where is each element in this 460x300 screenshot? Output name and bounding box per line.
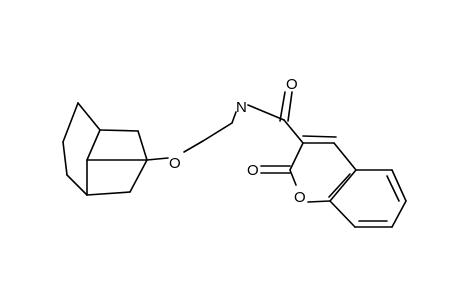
bond-c3-c2: [289, 142, 304, 171]
coumarin-core: [260, 135, 407, 228]
amide-group: [247, 91, 304, 144]
bond-oxygen-ch2: [183, 140, 204, 153]
bond-c4a-c8a: [329, 169, 357, 202]
bond-c4a-c8a-inner: [328, 173, 351, 198]
atom-labels: O N O O O: [169, 76, 306, 206]
bond-carbonyl-double-a: [279, 91, 286, 122]
lactone-carbonyl-oxygen-label: O: [247, 162, 259, 179]
bond-ch2-nitrogen: [231, 111, 237, 124]
bond-adam-7: [137, 130, 148, 161]
bond-c8a-c8: [329, 200, 356, 228]
bond-c7-c6: [391, 200, 407, 228]
bond-adam-5: [86, 191, 131, 196]
bond-adam-4: [66, 174, 88, 196]
bond-adam-9: [86, 129, 101, 161]
bond-c6-c5-inner: [386, 175, 400, 202]
bond-adam-3: [62, 141, 68, 176]
bond-carbonyl-c3: [283, 119, 304, 144]
bond-carbonyl-double-b: [287, 91, 293, 122]
ring-oxygen-label: O: [294, 189, 306, 206]
bond-c4-c4a: [333, 142, 357, 171]
bond-c6-c5: [391, 169, 407, 202]
adamantane-cage: [62, 102, 148, 196]
bond-adam-6: [129, 159, 148, 193]
bond-adam-1: [62, 102, 79, 143]
amide-oxygen-label: O: [286, 76, 298, 93]
bond-c3-c4-b: [302, 135, 337, 138]
nitrogen-label: N: [236, 99, 247, 116]
bond-adam-2: [77, 102, 101, 131]
ether-oxygen-label: O: [169, 155, 181, 172]
bond-c2-ring-oxygen: [289, 169, 297, 186]
ether-chain: [146, 111, 237, 161]
bond-adam-8: [99, 129, 139, 132]
bond-nitrogen-carbonyl: [247, 104, 285, 121]
bond-ring-oxygen-c8a: [307, 200, 331, 203]
bond-cage-oxygen: [146, 157, 169, 161]
bond-ch2-ch2: [202, 122, 233, 142]
